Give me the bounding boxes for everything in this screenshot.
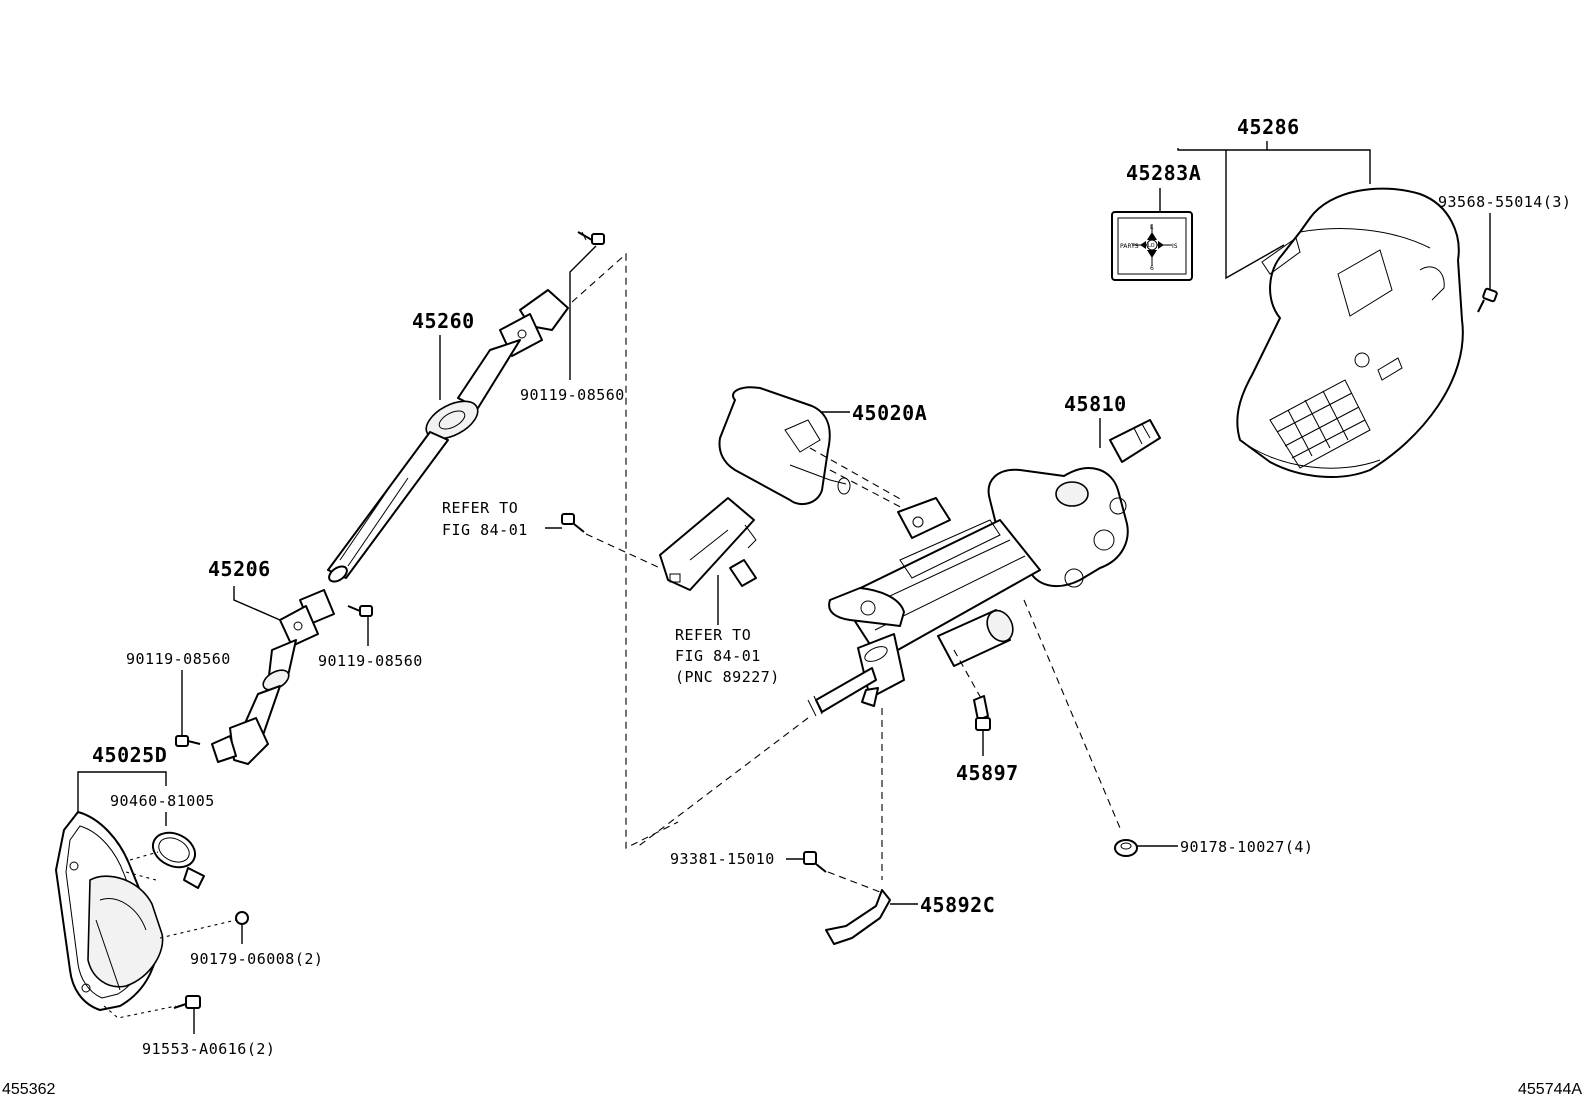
screw-93568 [1477, 287, 1498, 313]
bolt-90119-left [175, 735, 201, 747]
plate-bottom-text: 6 [1150, 265, 1154, 272]
refer1-line1[interactable]: REFER TO [442, 499, 518, 517]
column-cover-group: 45286 45283A PARTS LO L IS 6 [1111, 115, 1571, 478]
refer2-line1[interactable]: REFER TO [675, 626, 751, 644]
leader-45025D [77, 771, 167, 820]
bolt-91553 [173, 995, 201, 1034]
leader-90119-top [569, 245, 597, 380]
lower-shaft-45206 [211, 589, 335, 765]
label-45283A[interactable]: 45283A [1126, 161, 1201, 185]
dash-output-shaft [635, 717, 809, 849]
nut-90178: 90178-10027(4) [1114, 838, 1313, 857]
dash-45897 [953, 649, 983, 701]
label-91553-A0616[interactable]: 91553-A0616(2) [142, 1040, 275, 1058]
screw-refer1 [561, 513, 585, 533]
label-45206[interactable]: 45206 [208, 557, 271, 581]
label-45286[interactable]: 45286 [1237, 115, 1300, 139]
bolt-90119-mid [347, 605, 373, 617]
dot-90179 [159, 919, 237, 939]
leader-45206 [233, 586, 281, 621]
dash-boot-group: 45025D 90460-81005 90179-06008(2) [55, 743, 323, 1058]
leader-45286-cover [1225, 150, 1285, 280]
bolt-93381: 93381-15010 [670, 850, 881, 893]
label-plate-45283A: PARTS LO L IS 6 [1111, 211, 1193, 281]
label-90179-06008[interactable]: 90179-06008(2) [190, 950, 323, 968]
label-45025D[interactable]: 45025D [92, 743, 167, 767]
label-93568-55014[interactable]: 93568-55014(3) [1438, 193, 1571, 211]
dash-boot-45025D [55, 811, 164, 1011]
bolt-90119-top [577, 231, 605, 245]
refer2-line3[interactable]: (PNC 89227) [675, 668, 780, 686]
refer-to-fig-84-01-bottom: REFER TO FIG 84-01 (PNC 89227) [675, 575, 780, 686]
intermediate-shaft-group: 45260 90119-08560 [327, 231, 679, 849]
dashed-route-shaft [571, 252, 679, 849]
label-90119-08560-mid[interactable]: 90119-08560 [318, 652, 423, 670]
plate-right-text: IS [1172, 243, 1178, 250]
refer2-line2[interactable]: FIG 84-01 [675, 647, 761, 665]
cover-grid-texture [1269, 379, 1371, 469]
label-45897[interactable]: 45897 [956, 761, 1019, 785]
electronic-module [659, 497, 757, 591]
column-cover-45286 [1236, 187, 1464, 478]
label-45810[interactable]: 45810 [1064, 392, 1127, 416]
label-90119-08560-top[interactable]: 90119-08560 [520, 386, 625, 404]
plate-top-text: L [1150, 224, 1154, 231]
clamp-90460 [151, 831, 205, 889]
corner-code-right: 455744A [1518, 1081, 1582, 1098]
label-90460-81005[interactable]: 90460-81005 [110, 792, 215, 810]
label-90178-10027[interactable]: 90178-10027(4) [1180, 838, 1313, 856]
part-45020A-group: 45020A [718, 386, 927, 513]
steering-column-45810 [807, 419, 1161, 717]
label-45260[interactable]: 45260 [412, 309, 475, 333]
plate-left-text: PARTS [1120, 243, 1139, 250]
bolt-45897: 45897 [956, 695, 1019, 785]
label-45892C[interactable]: 45892C [920, 893, 995, 917]
nut-90179 [235, 911, 249, 944]
intermediate-shaft-45260 [327, 289, 569, 583]
bracket-45892C: 45892C [825, 889, 995, 945]
dash-90178 [1023, 599, 1121, 829]
lower-shaft-group: 45206 90119-08560 90119-08560 [126, 557, 423, 765]
refer-to-fig-84-01-top: REFER TO FIG 84-01 [442, 499, 661, 569]
part-45020A [718, 386, 831, 506]
dot-91553 [103, 1005, 177, 1019]
plate-center-text: LO [1148, 243, 1155, 249]
refer1-line2[interactable]: FIG 84-01 [442, 521, 528, 539]
corner-code-left: 455362 [2, 1081, 55, 1098]
label-93381-15010[interactable]: 93381-15010 [670, 850, 775, 868]
label-90119-08560-left[interactable]: 90119-08560 [126, 650, 231, 668]
steering-column-group: 45810 [635, 392, 1161, 880]
label-45020A[interactable]: 45020A [852, 401, 927, 425]
leader-45286 [1177, 148, 1371, 184]
